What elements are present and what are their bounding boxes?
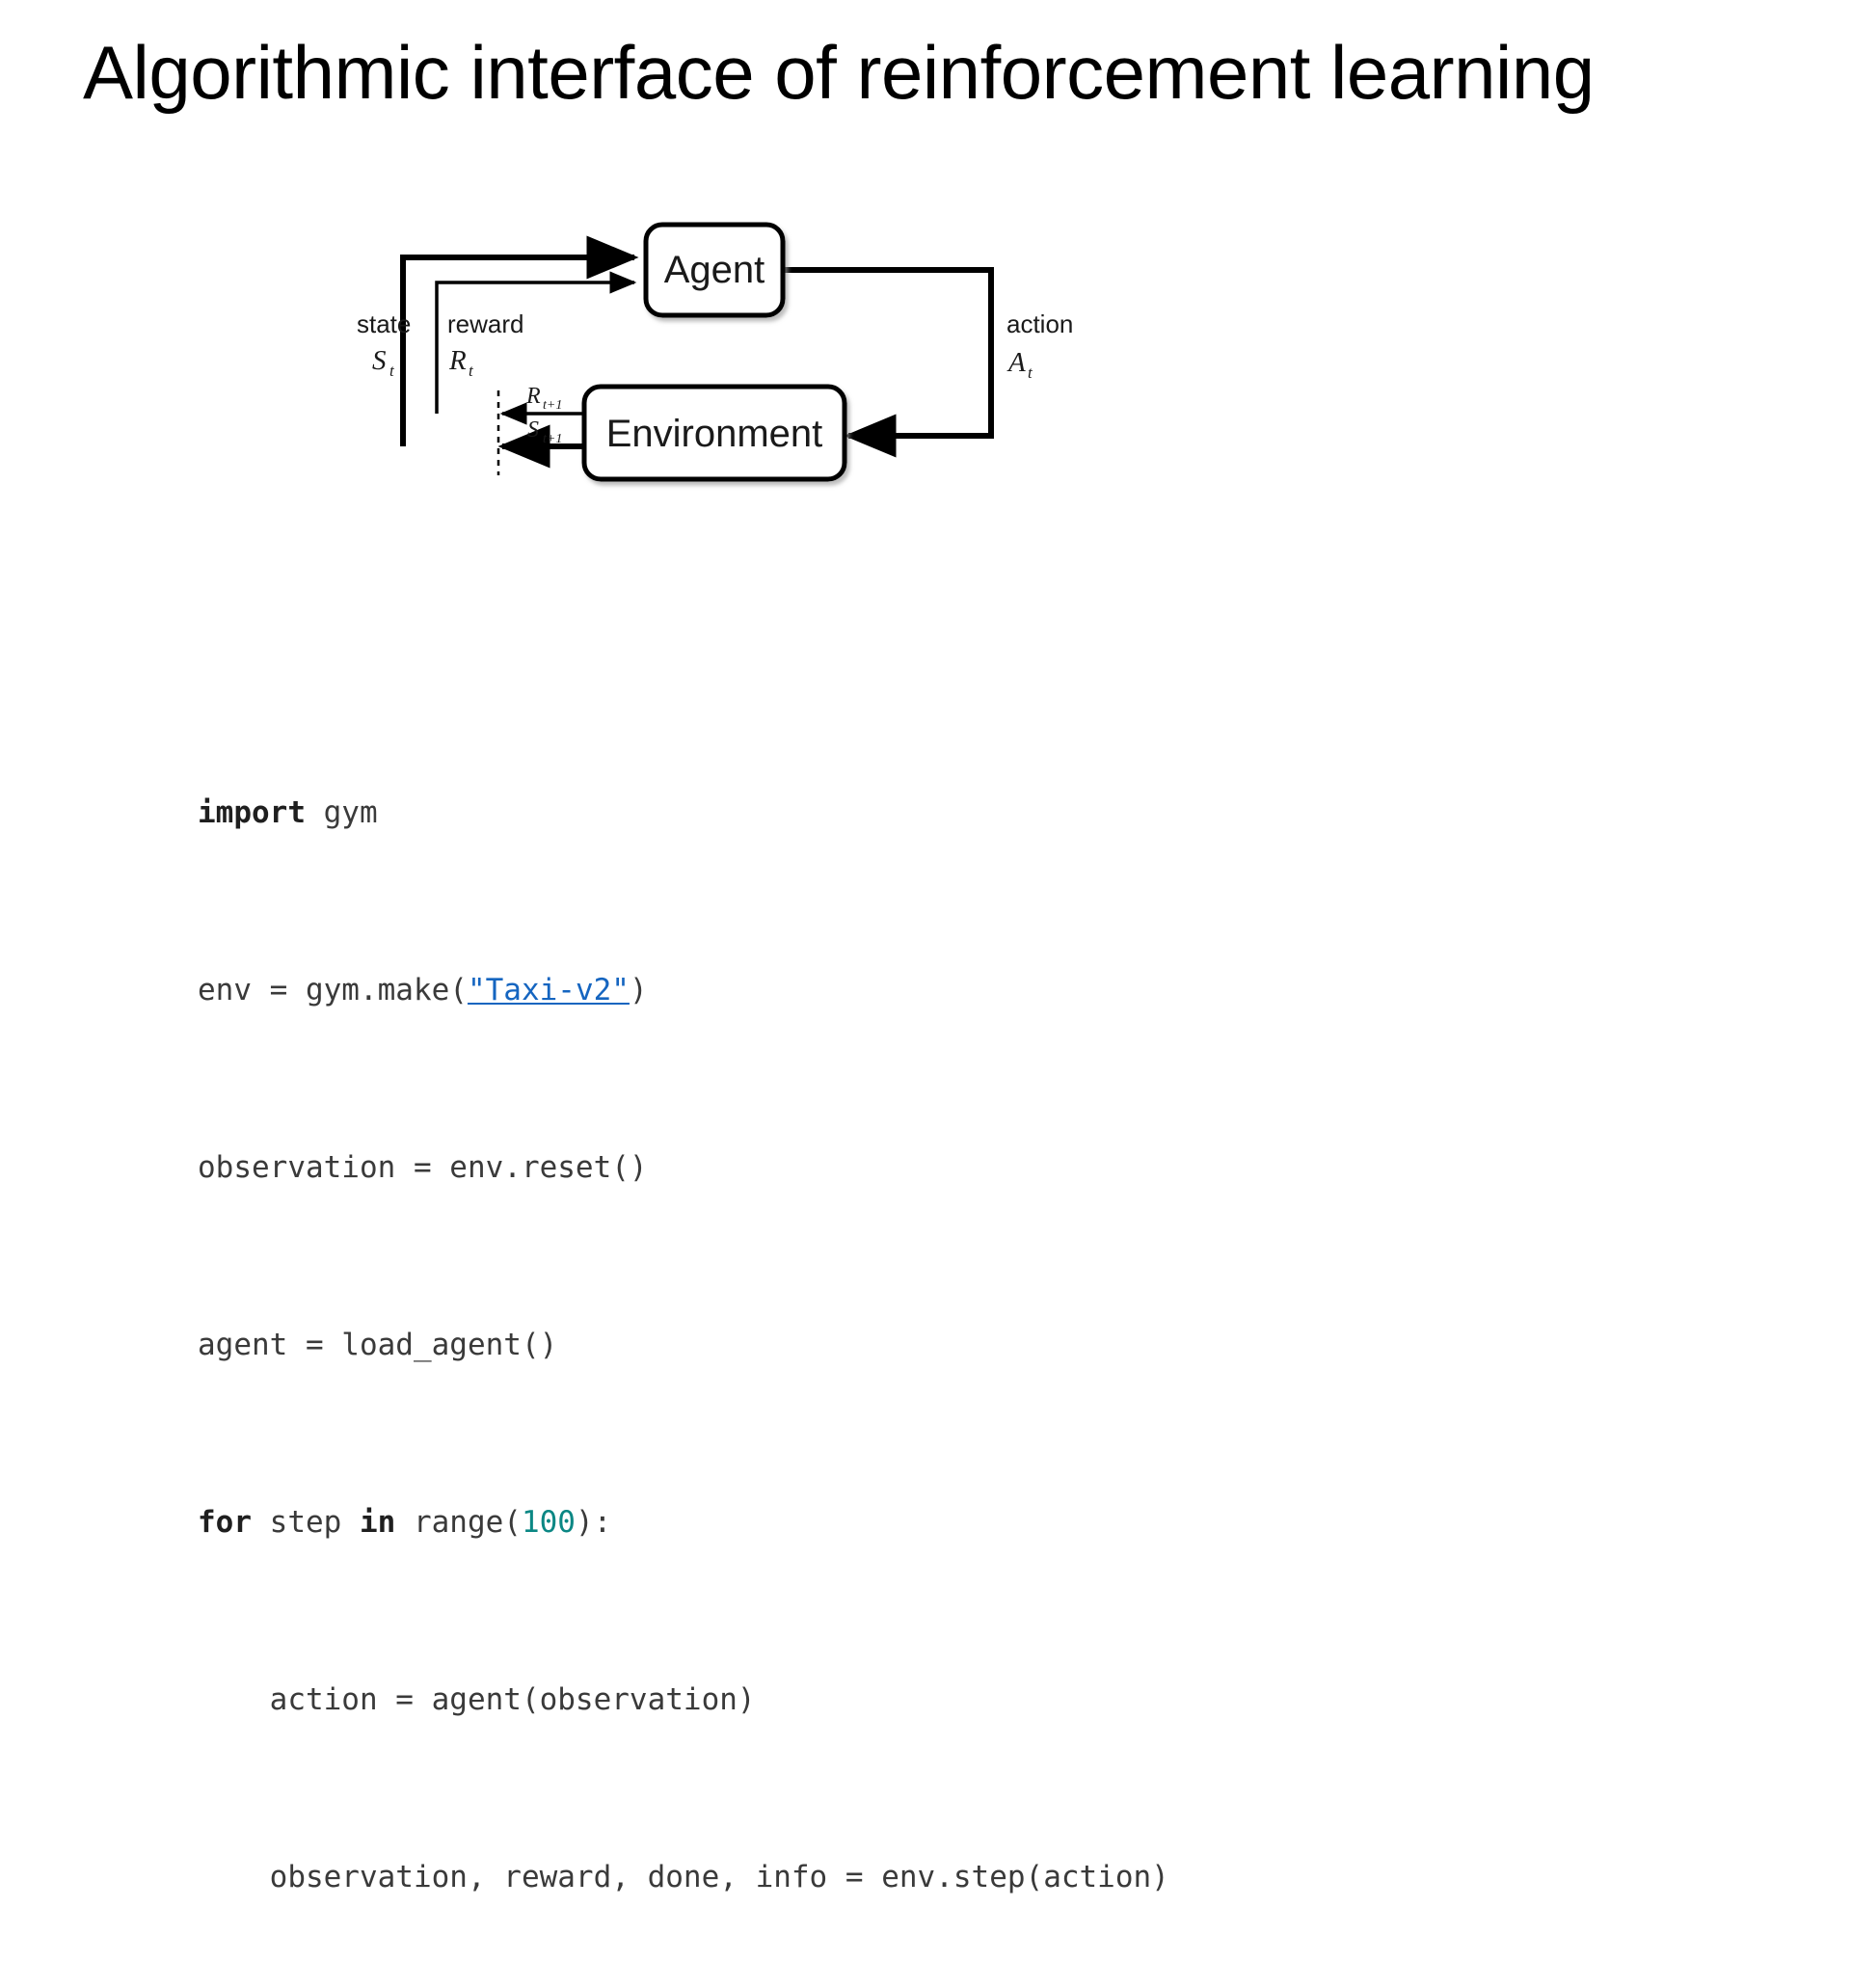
reward-label: reward (447, 309, 523, 338)
code-line-4: agent = load_agent() (198, 1328, 558, 1362)
rl-loop-diagram: Agent Environment state S t reward R t a… (357, 207, 1138, 506)
edge-reward (435, 271, 637, 414)
code-line-2: env = gym.make("Taxi-v2") (198, 968, 1169, 1012)
action-symbol-subscript: t (1028, 363, 1033, 382)
edge-state (400, 235, 639, 446)
state-symbol: S (372, 345, 387, 376)
next-reward-symbol-subscript: t+1 (543, 398, 562, 413)
code-line-2-prefix: env = gym.make( (198, 973, 468, 1007)
code-line-3: observation = env.reset() (198, 1150, 648, 1185)
keyword-in: in (359, 1505, 396, 1540)
agent-node: Agent (643, 222, 786, 318)
code-line-7: observation, reward, done, info = env.st… (198, 1860, 1169, 1894)
taxi-v2-env-link[interactable]: "Taxi-v2" (467, 973, 630, 1007)
reward-symbol-subscript: t (469, 362, 474, 380)
keyword-import: import (198, 795, 306, 830)
page-title: Algorithmic interface of reinforcement l… (83, 30, 1595, 115)
environment-node: Environment (581, 384, 847, 482)
code-line-6: action = agent(observation) (198, 1682, 756, 1717)
code-line-1-rest: gym (305, 795, 378, 830)
next-reward-symbol: R (525, 384, 541, 409)
reward-symbol: R (448, 345, 467, 376)
keyword-for: for (198, 1505, 252, 1540)
action-label: action (1006, 309, 1073, 338)
state-label: state (357, 309, 411, 338)
edge-action (781, 267, 994, 458)
range-argument-100: 100 (521, 1505, 576, 1540)
code-line-5-b: range( (395, 1505, 522, 1540)
code-line-1: import gym (198, 791, 1169, 835)
next-state-symbol: S (527, 417, 539, 443)
code-line-5-c: ): (575, 1505, 612, 1540)
state-symbol-subscript: t (389, 362, 395, 380)
code-line-5-a: step (252, 1505, 360, 1540)
code-line-2-suffix: ) (629, 973, 648, 1007)
next-state-symbol-subscript: t+1 (543, 432, 562, 446)
code-line-5: for step in range(100): (198, 1500, 1169, 1545)
environment-node-label: Environment (606, 413, 823, 455)
agent-node-label: Agent (664, 249, 765, 291)
code-block: import gym env = gym.make("Taxi-v2") obs… (198, 658, 1169, 1988)
action-symbol: A (1006, 347, 1026, 378)
